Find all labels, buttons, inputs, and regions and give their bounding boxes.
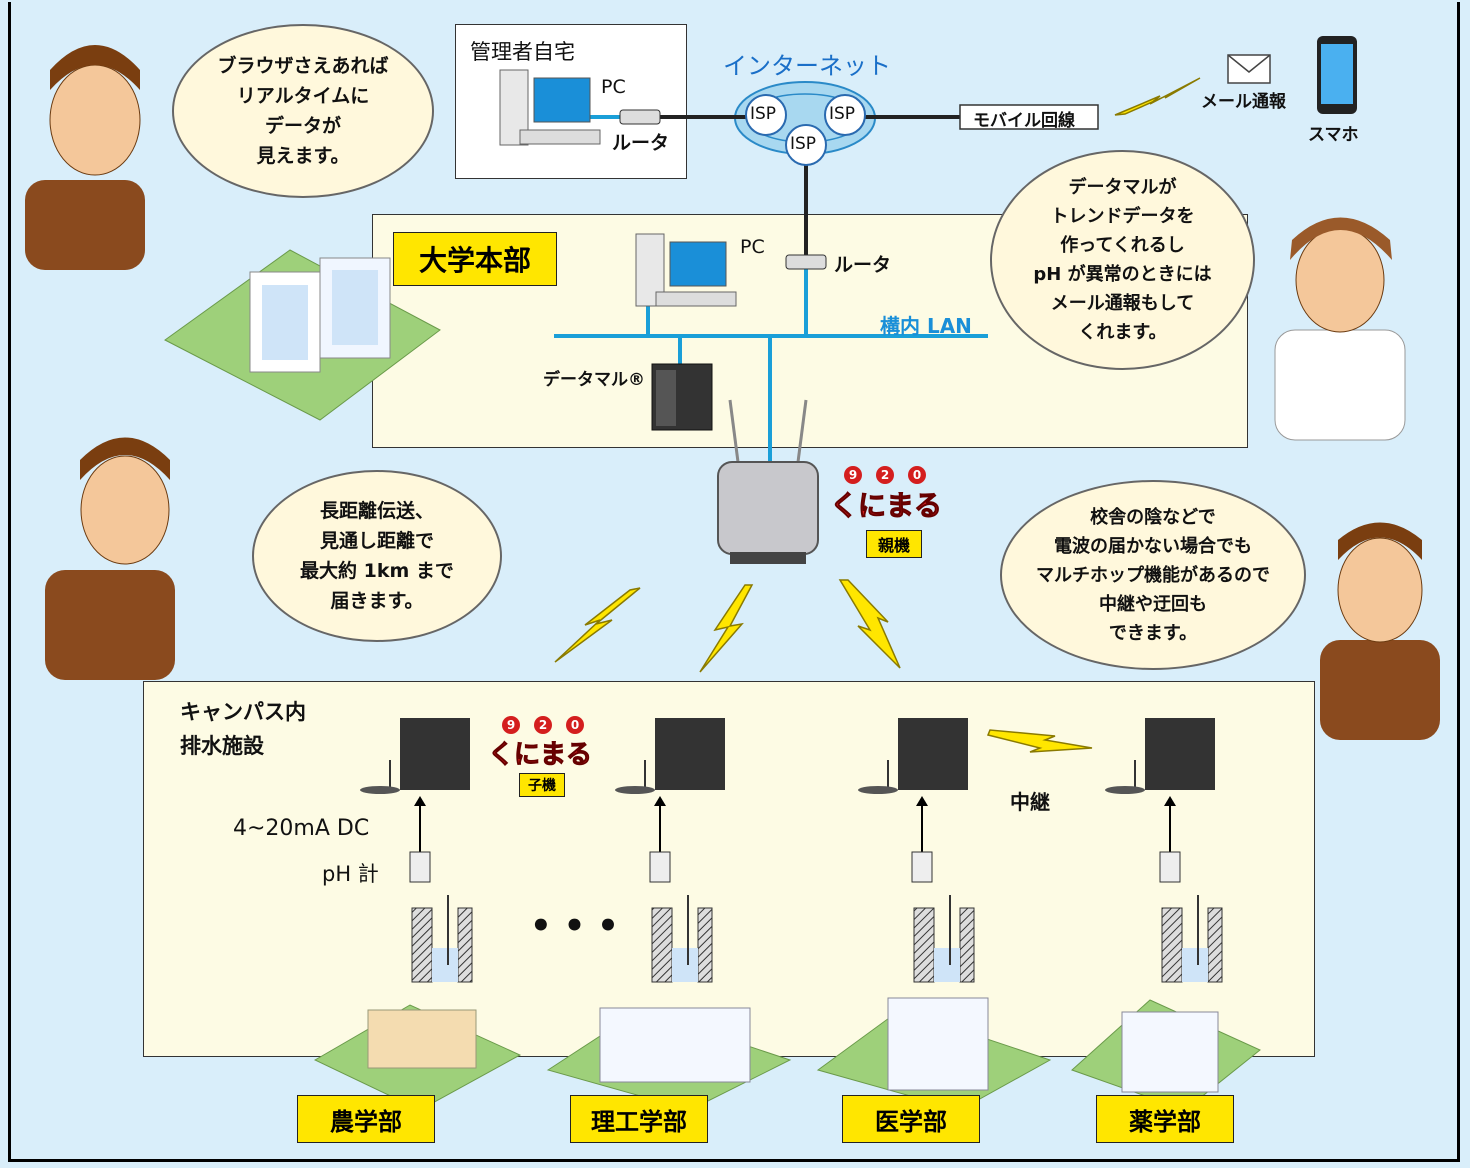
datamaru-device [651,363,713,431]
dept-medicine: 医学部 [842,1095,980,1143]
phone-label: スマホ [1308,125,1359,145]
bolt-relay [986,729,1093,753]
isp-label-2: ISP [829,104,856,124]
bubble-line: メール通報もして [1050,293,1195,314]
dept-agriculture: 農学部 [297,1095,435,1143]
bubble-line: pH が異常のときには [1033,264,1212,285]
mobile-line-label: モバイル回線 [973,111,1075,131]
bolt-1 [554,587,641,663]
dept-buildings [313,997,1261,1111]
mail-label: メール通報 [1201,92,1286,112]
character-mid-left [45,437,175,680]
dept-science-engineering: 理工学部 [570,1095,708,1143]
station-3 [858,718,975,983]
hq-pc-label: PC [740,236,765,258]
parent-label: 親機 [866,530,922,558]
internet-title: インターネット [723,52,891,80]
hq-router-label: ルータ [834,254,892,276]
home-router-icon [619,109,661,125]
bubble-top-left: ブラウザさえあれば リアルタイムに データが 見えます。 [172,24,434,198]
bubble-line: トレンドデータを [1050,206,1195,227]
character-top-right [1274,217,1406,441]
station-1 [360,718,473,983]
logo-text: くにまる [829,489,943,523]
logo-digit: 0 [566,716,584,734]
bubble-line: ブラウザさえあれば [217,55,389,77]
bolt-3 [838,579,901,669]
campus-title-1: キャンパス内 [180,700,306,724]
home-pc-icon [499,69,601,146]
smartphone-icon [1317,36,1357,114]
home-pc-label: PC [601,76,626,98]
bubble-line: 長距離伝送、 [319,500,434,522]
hq-router-icon [785,254,827,270]
meter-label: pH 計 [322,862,379,886]
bubble-line: くれます。 [1078,322,1167,343]
character-mid-right [1320,522,1440,740]
sensor-stations [360,718,1223,983]
kunimaru-parent-logo: 9 2 0 くにまる [829,466,943,524]
signal-label: 4~20mA DC [233,816,370,841]
bubble-line: マルチホップ機能があるので [1036,564,1270,586]
bolt-mobile [1114,77,1201,116]
relay-label: 中継 [1010,790,1050,814]
station-2 [615,718,725,983]
mail-icon [1227,54,1271,84]
character-top-left [25,45,145,270]
logo-digit: 2 [876,466,894,484]
lan-label: 構内 LAN [880,314,972,338]
bubble-line: リアルタイムに [236,85,370,107]
station-4 [1105,718,1223,983]
isp-label-1: ISP [750,104,777,124]
ellipsis-dots: • • • [530,906,619,946]
bubble-top-right: データマルが トレンドデータを 作ってくれるし pH が異常のときには メール通… [990,150,1255,370]
hq-pc-icon [635,233,737,307]
campus-title-2: 排水施設 [180,734,264,758]
kunimaru-child-logo: 9 2 0 くにまる [487,716,593,771]
bubble-line: 中継や迂回も [1099,593,1207,615]
gateway-device [717,399,819,564]
bubble-line: 最大約 1km まで [300,560,454,582]
bubble-line: 届きます。 [330,590,424,612]
isp-nodes [745,94,866,166]
lightning-bolts [554,77,1201,753]
bubble-line: 電波の届かない場合でも [1054,535,1252,557]
bubble-line: データマルが [1068,177,1177,198]
bubble-line: 校舎の陰などで [1090,506,1216,528]
isp-label-3: ISP [790,134,817,154]
hq-title: 大学本部 [393,232,557,286]
logo-digit: 0 [908,466,926,484]
hq-building [164,249,441,421]
logo-digit: 2 [534,716,552,734]
bubble-mid-left: 長距離伝送、 見通し距離で 最大約 1km まで 届きます。 [252,470,502,642]
bubble-line: データが [264,115,341,137]
bubble-line: 作ってくれるし [1060,235,1185,256]
outer-frame [8,2,1460,1162]
logo-digit: 9 [502,716,520,734]
mobile-line-box [959,104,1099,130]
home-title: 管理者自宅 [470,40,575,64]
logo-text: くにまる [487,740,593,771]
logo-digit: 9 [844,466,862,484]
datamaru-label: データマル® [543,370,645,390]
campus-box [143,681,1315,1057]
bubble-line: 見通し距離で [319,530,434,552]
child-label: 子機 [519,773,565,797]
dept-pharmacy: 薬学部 [1096,1095,1234,1143]
bubble-line: できます。 [1108,622,1198,644]
bubble-mid-right: 校舎の陰などで 電波の届かない場合でも マルチホップ機能があるので 中継や迂回も… [1000,480,1306,670]
home-router-label: ルータ [612,132,670,154]
bubble-line: 見えます。 [256,145,350,167]
bolt-2 [699,584,754,673]
